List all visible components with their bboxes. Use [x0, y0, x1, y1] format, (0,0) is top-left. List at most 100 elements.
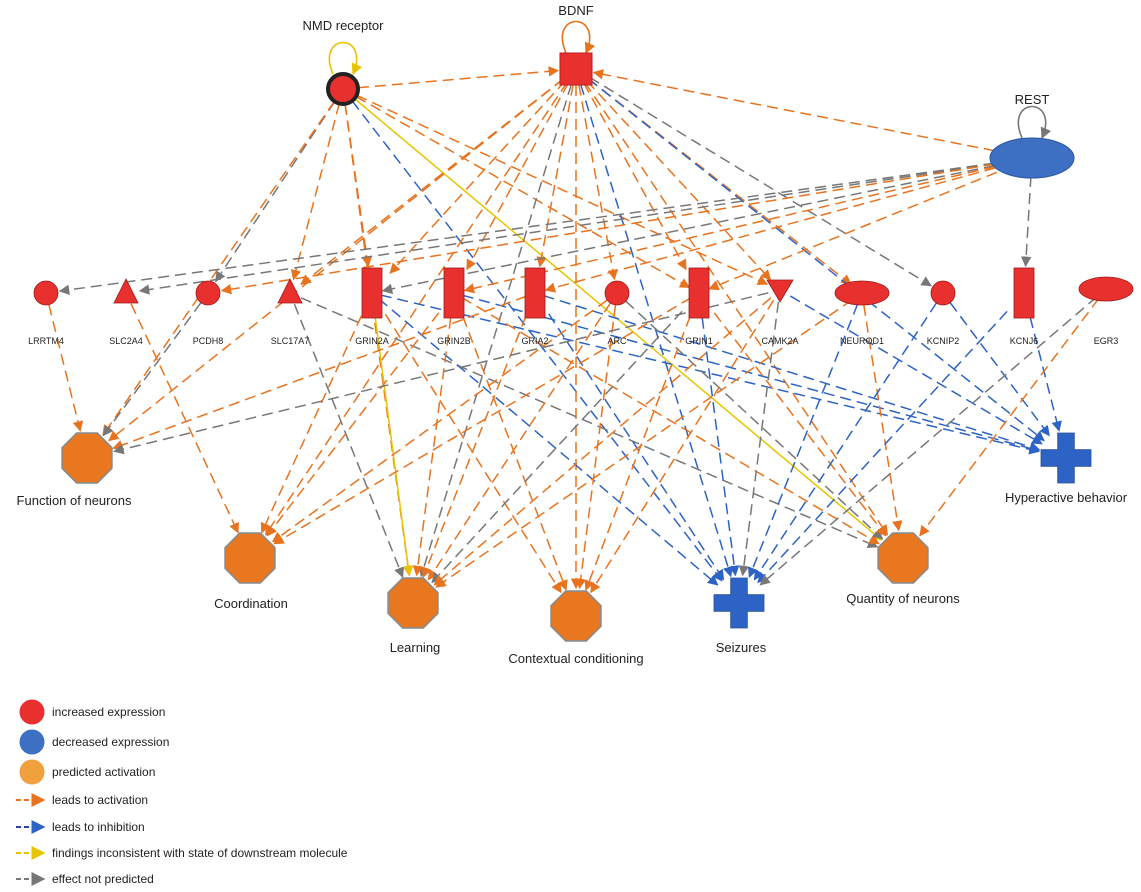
quantity-label: Quantity of neurons — [846, 591, 960, 606]
grin1-label: GRIN1 — [685, 336, 713, 346]
inhibition-edge-camk2a-hyperactive — [789, 295, 1043, 445]
egr3-label: EGR3 — [1094, 336, 1119, 346]
kcnj6-node[interactable] — [1013, 267, 1035, 319]
activation-edge-nmd-camk2a — [356, 94, 769, 285]
inhibition-edge-kcnj6-hyperactive — [1029, 317, 1062, 432]
activation-edge-arc-coordination — [271, 299, 608, 543]
self-loop-edge — [561, 20, 596, 55]
activation-edge-bdnf-gria2 — [536, 84, 574, 268]
grin2b-label: GRIN2B — [437, 336, 471, 346]
kcnip2-label: KCNIP2 — [927, 336, 960, 346]
activation-edge-bdnf-camk2a — [586, 80, 772, 281]
not-predicted-edge-camk2a-function — [113, 292, 769, 455]
bdnf-node[interactable] — [559, 52, 593, 86]
not-predicted-edge-rest-kcnj6 — [1020, 175, 1032, 268]
not-predicted-edge-pcdh8-function — [102, 302, 202, 437]
contextual-label: Contextual conditioning — [508, 651, 643, 666]
contextual-node[interactable] — [550, 590, 602, 642]
activation-edge-bdnf-quantity — [584, 81, 889, 536]
activation-edge-bdnf-arc — [578, 84, 618, 281]
activation-edge-bdnf-coordination — [264, 81, 568, 536]
quantity-node[interactable] — [877, 532, 929, 584]
rest-node[interactable] — [989, 137, 1075, 179]
self-loop-edge — [328, 41, 363, 76]
lrrtm4-label: LRRTM4 — [28, 336, 64, 346]
kcnip2-node[interactable] — [930, 280, 956, 306]
neurod1-label: NEUROD1 — [840, 336, 884, 346]
legend-predicted-label: predicted activation — [52, 765, 155, 779]
camk2a-label: CAMK2A — [761, 336, 798, 346]
legend-decreased-swatch — [19, 729, 45, 755]
grin2b-node[interactable] — [443, 267, 465, 319]
bdnf-label: BDNF — [558, 3, 593, 18]
activation-edge-gria2-learning — [421, 315, 527, 578]
grin2a-label: GRIN2A — [355, 336, 389, 346]
neurod1-node[interactable] — [834, 280, 890, 306]
nmd-receptor-node[interactable] — [326, 72, 360, 106]
inhibition-edge-kcnip2-seizures — [753, 302, 938, 581]
slc17a7-node[interactable] — [277, 278, 303, 304]
coordination-node[interactable] — [224, 532, 276, 584]
inhibition-edge-bdnf-hyperactive — [588, 78, 1045, 442]
activation-edge-grin2b-quantity — [461, 296, 880, 545]
gria2-node[interactable] — [524, 267, 546, 319]
seizures-node[interactable] — [713, 577, 765, 629]
activation-edge-arc-learning — [427, 302, 612, 581]
inhibition-edge-grin2a-seizures — [378, 298, 719, 586]
grin1-node[interactable] — [688, 267, 710, 319]
legend-increased-swatch — [19, 699, 45, 725]
kcnj6-label: KCNJ6 — [1010, 336, 1039, 346]
activation-edge-rest-gria2 — [544, 167, 996, 293]
activation-edge-bdnf-slc17a7 — [300, 78, 564, 286]
not-predicted-edge-slc17a7-quantity — [300, 297, 879, 548]
legend-decreased-label: decreased expression — [52, 735, 169, 749]
learning-label: Learning — [390, 640, 441, 655]
inhibition-edge-grin2b-hyperactive — [462, 294, 1040, 454]
activation-edge-grin1-contextual — [584, 316, 691, 591]
activation-edge-bdnf-grin2a — [389, 80, 566, 274]
not-predicted-edge-bdnf-kcnip2 — [589, 76, 932, 287]
nmd-receptor-label: NMD receptor — [303, 18, 385, 33]
slc2a4-node[interactable] — [113, 278, 139, 304]
slc17a7-label: SLC17A7 — [271, 336, 310, 346]
hyperactive-label: Hyperactive behavior — [1005, 490, 1128, 505]
egr3-node[interactable] — [1078, 276, 1134, 302]
activation-edge-egr3-quantity — [919, 298, 1100, 537]
activation-edge-rest-bdnf — [592, 69, 995, 152]
inhibition-edge-kcnip2-hyperactive — [949, 302, 1050, 437]
pcdh8-node[interactable] — [195, 280, 221, 306]
camk2a-node[interactable] — [766, 279, 794, 303]
activation-edge-rest-grin2b — [463, 165, 996, 294]
not-predicted-edge-nmd-pcdh8 — [215, 101, 336, 283]
activation-edge-gria2-function — [112, 295, 527, 450]
activation-edge-rest-pcdh8 — [220, 163, 995, 295]
learning-node[interactable] — [387, 577, 439, 629]
rest-label: REST — [1015, 92, 1050, 107]
inhibition-edge-neurod1-seizures — [747, 303, 859, 578]
hyperactive-node[interactable] — [1040, 432, 1092, 484]
activation-edge-grin1-quantity — [713, 312, 887, 537]
inhibition-edge-grin2a-hyperactive — [380, 294, 1040, 455]
activation-edge-nmd-function — [102, 100, 336, 436]
inhibition-edge-kcnj6-seizures — [757, 310, 1008, 584]
function-label: Function of neurons — [17, 493, 132, 508]
activation-edge-grin2b-contextual — [462, 316, 568, 591]
inhibition-edge-bdnf-seizures — [579, 84, 734, 578]
gria2-label: GRIA2 — [521, 336, 548, 346]
activation-edge-bdnf-function — [108, 78, 564, 442]
coordination-label: Coordination — [214, 596, 288, 611]
legend-increased-label: increased expression — [52, 705, 165, 719]
arc-node[interactable] — [604, 280, 630, 306]
not-predicted-edge-camk2a-seizures — [738, 301, 780, 577]
function-node[interactable] — [61, 432, 113, 484]
activation-edge-lrrtm4-function — [48, 304, 84, 432]
grin2a-node[interactable] — [361, 267, 383, 319]
inhibition-edge-gria2-hyperactive — [543, 294, 1041, 452]
activation-edge-bdnf-grin1 — [583, 82, 687, 271]
not-predicted-edge-arc-quantity — [625, 300, 884, 540]
not-predicted-edge-rest-lrrtm4 — [58, 162, 995, 296]
activation-edge-camk2a-learning — [433, 297, 772, 586]
lrrtm4-node[interactable] — [33, 280, 59, 306]
arc-label: ARC — [607, 336, 627, 346]
